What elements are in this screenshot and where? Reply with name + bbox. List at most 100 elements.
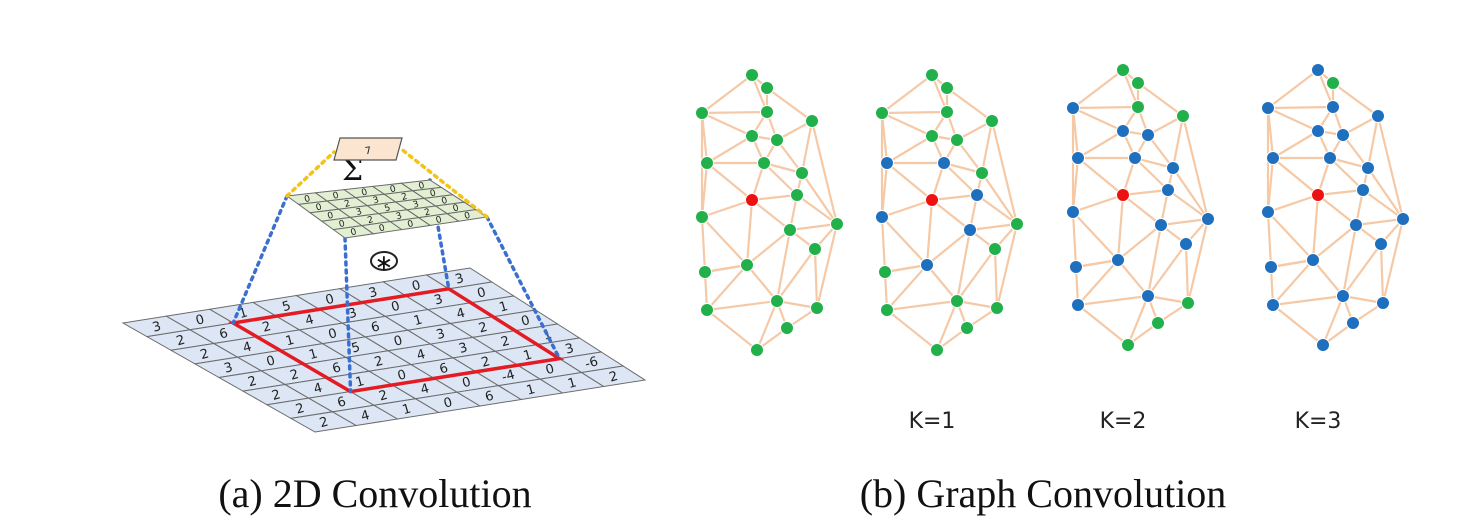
cell-value: 4 (415, 347, 427, 364)
graph-edge (1267, 107, 1319, 132)
graph-node (940, 105, 954, 119)
cell-value: 3 (564, 341, 576, 358)
graph-node (1266, 151, 1280, 165)
graph-edge (706, 264, 748, 311)
center-node (745, 193, 759, 207)
graph-edge (1072, 193, 1124, 214)
graph-edge (1332, 82, 1379, 117)
graph-node (950, 294, 964, 308)
graph-edge (925, 199, 934, 266)
cell-value: 2 (270, 387, 282, 404)
graph-panel-3: K=3 (1261, 63, 1410, 434)
graph-node (880, 156, 894, 170)
cell-value: 0 (396, 367, 408, 384)
graph-node (1261, 101, 1275, 115)
cell-value: 0 (392, 333, 404, 350)
graph-edge (766, 87, 813, 122)
graph-edge (746, 229, 791, 266)
graph-node (970, 188, 984, 202)
graph-node (975, 166, 989, 180)
sum-line (285, 150, 336, 198)
cell-value: 0 (332, 191, 341, 202)
graph-node (783, 223, 797, 237)
graph-node (1131, 100, 1145, 114)
graph-edge (1376, 115, 1405, 220)
center-node (1116, 188, 1130, 202)
graph-node (757, 156, 771, 170)
graph-edge (1362, 189, 1404, 220)
graph-edge (1171, 115, 1185, 169)
graph-edge (751, 199, 791, 231)
graph-edge (813, 248, 819, 309)
cell-value: 2 (318, 415, 330, 432)
graph-edge (1272, 304, 1324, 346)
caption-graph-convolution: (b) Graph Convolution (860, 471, 1227, 516)
graph-node (770, 294, 784, 308)
graph-node (1151, 316, 1165, 330)
graph-node (1166, 161, 1180, 175)
graph-edge (1146, 224, 1163, 297)
graph-node (1311, 124, 1325, 138)
graph-node (1316, 338, 1330, 352)
cell-value: 3 (457, 340, 469, 357)
graph-edge (1312, 224, 1357, 261)
graph-edge (1355, 217, 1404, 227)
graph-node (925, 68, 939, 82)
graph-edge (1184, 243, 1190, 304)
graph-edge (1267, 69, 1319, 109)
graph-edge (1077, 259, 1119, 306)
graph-edge (1072, 105, 1139, 110)
graph-edge (935, 300, 959, 351)
graph-node (1261, 205, 1275, 219)
cell-value: 0 (440, 196, 449, 207)
cell-value: 6 (483, 388, 495, 405)
graph-node (698, 265, 712, 279)
cell-value: 0 (544, 362, 556, 379)
graph-node (1066, 205, 1080, 219)
graph-edge (1366, 115, 1380, 169)
cell-value: 0 (360, 187, 369, 198)
cell-value: 0 (324, 292, 336, 309)
graph-edge (969, 222, 1018, 232)
graph-node (1371, 109, 1385, 123)
graph-edge (1272, 130, 1319, 159)
cell-value: 1 (522, 348, 534, 365)
graph-edge (701, 216, 748, 266)
graph-node (1374, 237, 1388, 251)
graph-node (810, 301, 824, 315)
center-node (925, 193, 939, 207)
graph-edge (1072, 211, 1119, 261)
cell-value: 5 (281, 298, 293, 315)
graph-node (1349, 218, 1363, 232)
graph-edge (1134, 157, 1169, 191)
cell-value: 0 (410, 278, 422, 295)
graph-edge (1077, 294, 1149, 307)
cell-value: 2 (480, 354, 492, 371)
cell-value: 4 (455, 306, 467, 323)
graph-edge (881, 216, 928, 266)
graph-node (960, 321, 974, 335)
cell-value: 4 (359, 408, 371, 425)
hop-label: K=3 (1295, 409, 1342, 434)
graph-node (1071, 151, 1085, 165)
graph-edge (701, 74, 753, 114)
cell-value: 1 (354, 374, 366, 391)
graph-edge (956, 248, 996, 302)
graph-edge (755, 300, 779, 351)
cell-value: 5 (383, 203, 391, 214)
graph-edge (746, 264, 778, 302)
graph-node (1201, 212, 1215, 226)
cell-value: 0 (350, 227, 359, 238)
projection-line (231, 194, 289, 325)
graph-node (1264, 260, 1278, 274)
graph-edge (706, 162, 753, 201)
graph-edge (1379, 243, 1385, 304)
graph-edge (881, 74, 933, 114)
graph-node (745, 129, 759, 143)
cell-value: 4 (419, 381, 431, 398)
cell-value: 0 (452, 203, 461, 214)
cell-value: 2 (366, 215, 374, 226)
cell-value: 2 (423, 207, 431, 218)
graph-node (985, 114, 999, 128)
graph-node (830, 217, 844, 231)
